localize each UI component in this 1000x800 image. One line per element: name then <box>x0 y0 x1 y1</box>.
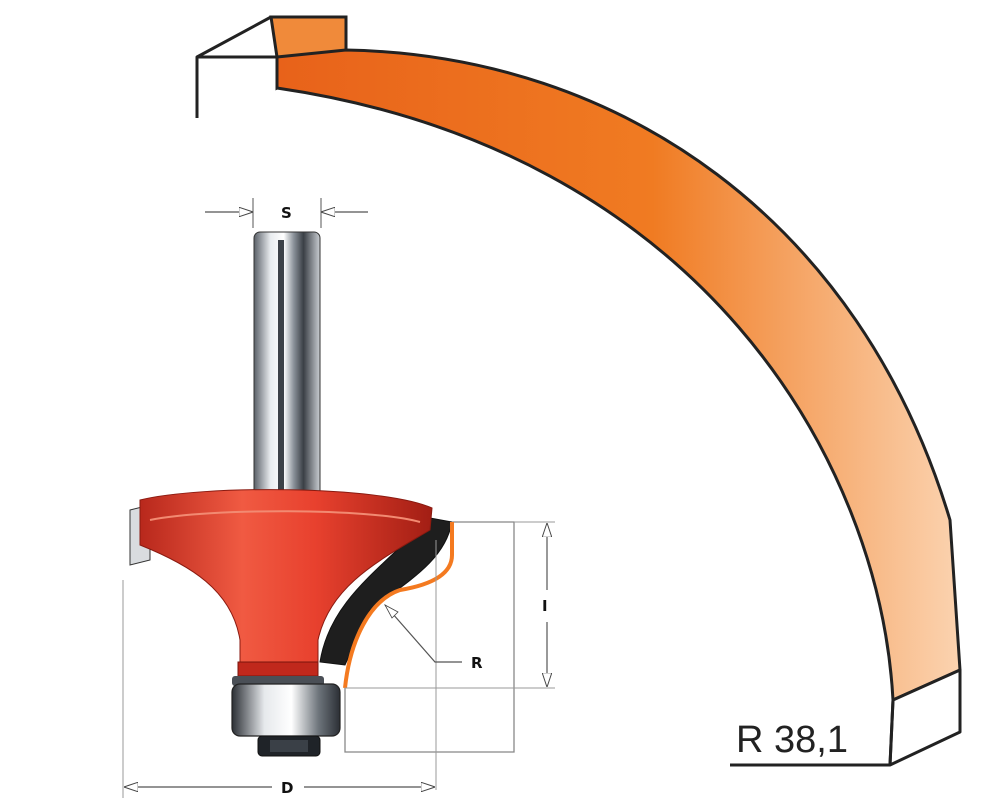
cut-diameter-label: D <box>281 779 293 797</box>
diameter-dimension <box>122 580 434 798</box>
bearing <box>231 676 341 757</box>
shank-diameter-label: S <box>281 204 292 222</box>
arc-workpiece <box>195 15 962 767</box>
shank <box>253 231 321 503</box>
radius-value-label: R 38,1 <box>736 719 848 761</box>
cut-profile <box>343 521 555 790</box>
shank-dimension <box>205 198 368 228</box>
profile-radius-label: R <box>471 654 483 672</box>
radius-leader <box>384 604 462 663</box>
cut-height-label: I <box>542 597 548 615</box>
cutter-body <box>129 489 453 677</box>
